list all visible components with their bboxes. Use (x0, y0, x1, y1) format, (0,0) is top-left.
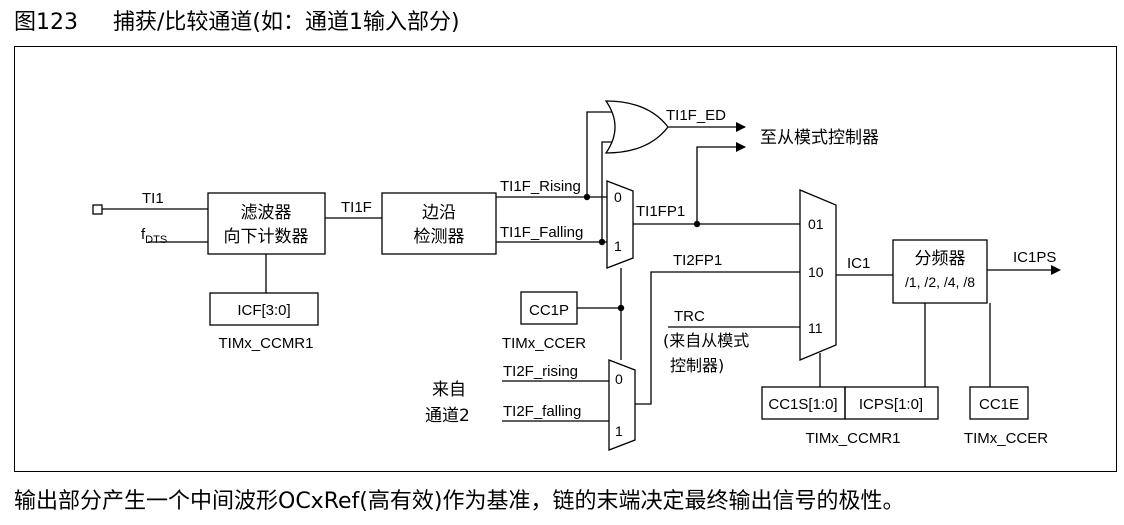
from-channel2-line1: 来自 (432, 380, 466, 400)
diagram-frame (14, 46, 1117, 472)
cc1e-label: CC1E (979, 396, 1019, 413)
edge-detector-block (381, 192, 497, 255)
mux-a-input-1: 1 (614, 238, 622, 254)
ti2f-falling-label: TI2F_falling (503, 403, 581, 420)
trc-label: TRC (674, 308, 705, 325)
icps-label: ICPS[1:0] (859, 396, 923, 413)
ti1f-rising-label: TI1F_Rising (500, 178, 581, 195)
prescaler-block (892, 239, 988, 304)
junction-dot (583, 193, 591, 201)
filter-label-line2: 向下计数器 (224, 227, 309, 247)
edge-label-line1: 边沿 (422, 203, 456, 223)
filter-label-line1: 滤波器 (241, 203, 292, 223)
cc1s-label: CC1S[1:0] (768, 396, 837, 413)
trc-note-line1: (来自从模式 (663, 331, 749, 350)
ti1f-falling-label: TI1F_Falling (500, 224, 583, 241)
or-gate (604, 100, 669, 154)
cc1e-register (969, 386, 1029, 420)
junction-dot (598, 238, 606, 246)
prescaler-label-line2: /1, /2, /4, /8 (905, 274, 975, 290)
select-10-label: 10 (808, 264, 824, 280)
ti1-label: TI1 (142, 190, 164, 207)
ccmr1-right-label: TIMx_CCMR1 (805, 430, 900, 447)
polarity-mux-b (608, 359, 636, 451)
select-01-label: 01 (808, 216, 824, 232)
figure-number: 图123 (14, 10, 78, 35)
icf-label: ICF[3:0] (237, 302, 290, 319)
input-select-mux (799, 189, 837, 361)
trc-note-line2: 控制器) (670, 356, 724, 375)
footer-text: 输出部分产生一个中间波形OCxRef(高有效)作为基准，链的末端决定最终输出信号… (14, 489, 905, 514)
ti2fp1-label: TI2FP1 (673, 252, 722, 269)
ti1f-ed-label: TI1F_ED (666, 107, 726, 124)
ti2f-rising-label: TI2F_rising (503, 363, 578, 380)
mux-b-input-1: 1 (615, 423, 623, 439)
mux-a-input-0: 0 (614, 189, 622, 205)
from-channel2-line2: 通道2 (425, 406, 470, 426)
cc1p-label: CC1P (529, 302, 569, 319)
polarity-mux-a (606, 180, 634, 269)
junction-dot (693, 220, 701, 228)
ti1f-label: TI1F (341, 199, 372, 216)
fdts-label: fDTS (141, 226, 167, 246)
ic1-label: IC1 (847, 255, 870, 272)
mux-b-input-0: 0 (615, 371, 623, 387)
ccer-left-label: TIMx_CCER (502, 335, 586, 352)
to-slave-controller-label: 至从模式控制器 (760, 128, 879, 148)
ti1fp1-label: TI1FP1 (636, 203, 685, 220)
ccmr1-left-label: TIMx_CCMR1 (218, 335, 313, 352)
select-11-label: 11 (808, 320, 823, 336)
ti1-input-pin (92, 204, 103, 215)
icf-register (209, 292, 319, 326)
junction-dot (617, 304, 625, 312)
edge-label-line2: 检测器 (414, 227, 465, 247)
ic1ps-label: IC1PS (1013, 249, 1056, 266)
icps-register (844, 386, 939, 420)
prescaler-label-line1: 分频器 (915, 249, 966, 269)
figure-caption: 图123 捕获/比较通道(如：通道1输入部分) (14, 4, 460, 36)
ccer-right-label: TIMx_CCER (964, 430, 1048, 447)
figure-title: 捕获/比较通道(如：通道1输入部分) (112, 10, 460, 35)
